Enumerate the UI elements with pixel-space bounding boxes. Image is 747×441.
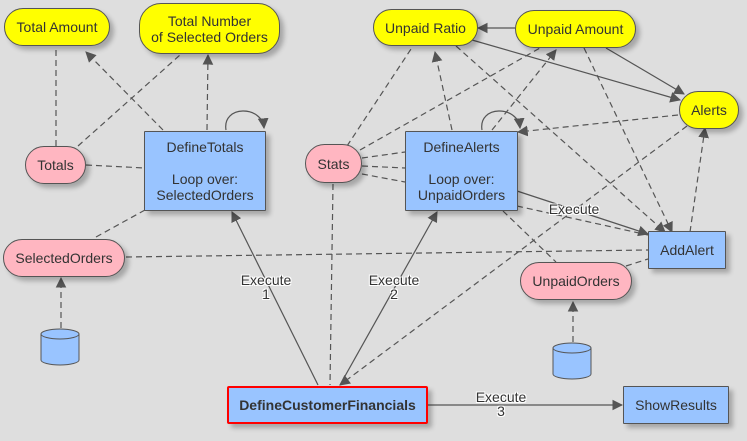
edge-dcf-definetotals <box>231 211 319 386</box>
node-unpaid-amount[interactable]: Unpaid Amount <box>515 10 636 48</box>
edge-definetotals-totalamount <box>85 51 164 131</box>
node-define-customer-financials[interactable]: DefineCustomerFinancials <box>227 386 428 424</box>
edge-definealerts-addalert-exec <box>516 190 650 237</box>
edge-unpaidratio-addalert <box>455 45 666 233</box>
node-totals[interactable]: Totals <box>25 146 86 184</box>
edge-selected-addalert <box>125 249 649 258</box>
edge-selected-definetotals <box>95 209 146 238</box>
edge-unpaidorders-addalert <box>625 258 649 267</box>
node-unpaid-ratio[interactable]: Unpaid Ratio <box>373 9 478 46</box>
edge-definealerts-unpaidratio <box>431 50 453 131</box>
edge-stats-unpaidamount <box>359 47 541 151</box>
database-icon <box>552 342 592 380</box>
node-define-alerts[interactable]: DefineAlerts Loop over: UnpaidOrders <box>405 131 518 211</box>
edge-definealerts-addalert <box>516 205 649 236</box>
edge-stats-definealerts-2 <box>361 165 406 169</box>
node-total-amount[interactable]: Total Amount <box>4 8 110 46</box>
edge-definealerts-unpaidamount <box>491 49 557 131</box>
node-define-totals[interactable]: DefineTotals Loop over: SelectedOrders <box>144 131 266 211</box>
node-selected-orders[interactable]: SelectedOrders <box>3 239 125 277</box>
edge-stats-dcf <box>329 183 334 386</box>
node-alerts[interactable]: Alerts <box>679 91 739 129</box>
edge-dcf-definealerts <box>339 211 438 386</box>
edge-label-execute-1: Execute 1 <box>240 272 292 302</box>
edge-label-execute-2: Execute 2 <box>368 272 420 302</box>
node-total-number-selected-orders[interactable]: Total Number of Selected Orders <box>139 3 280 54</box>
edge-label-execute-alert: Execute <box>548 201 600 217</box>
edge-addalert-alerts <box>689 126 709 233</box>
edge-unpaidratio-alerts <box>471 39 682 103</box>
self-loop-definetotals <box>225 110 269 131</box>
edge-alerts-definealerts <box>516 114 679 137</box>
edge-definetotals-totalnumber <box>202 53 214 131</box>
edge-label-execute-3: Execute 3 <box>475 389 527 419</box>
edge-stats-unpaidratio <box>346 45 414 147</box>
database-icon <box>40 328 80 366</box>
edge-unpaidamount-alerts <box>605 47 685 95</box>
edge-unpaidamount-addalert <box>583 47 673 233</box>
node-add-alert[interactable]: AddAlert <box>648 231 726 269</box>
edge-definealerts-unpaidorders <box>502 210 557 263</box>
self-loop-definealerts <box>481 110 525 131</box>
node-show-results[interactable]: ShowResults <box>623 386 729 424</box>
edge-stats-definealerts-3 <box>361 173 406 183</box>
edge-stats-definealerts-1 <box>361 151 406 159</box>
edge-totals-totalnumber <box>77 54 181 147</box>
edge-alerts-dcf <box>339 125 688 386</box>
edge-totals-definetotals <box>85 164 146 169</box>
node-stats[interactable]: Stats <box>305 144 362 183</box>
node-unpaid-orders[interactable]: UnpaidOrders <box>520 262 632 300</box>
